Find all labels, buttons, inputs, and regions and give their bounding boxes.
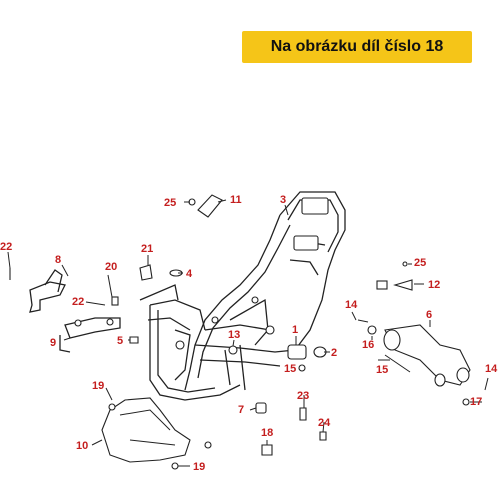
bottom-cover (101, 397, 191, 463)
callout-15b: 15 (376, 364, 388, 376)
bottom-small-parts (108, 398, 470, 470)
callout-5: 5 (117, 335, 123, 347)
part-number-banner: Na obrázku díl číslo 18 (242, 31, 472, 63)
callout-8: 8 (55, 254, 61, 266)
callout-6: 6 (426, 309, 432, 321)
callout-3: 3 (280, 194, 286, 206)
callout-23: 23 (297, 390, 309, 402)
callout-labels: 22 8 20 22 9 21 4 5 25 11 3 13 1 2 15 25… (0, 194, 498, 473)
callout-16: 16 (362, 339, 374, 351)
callout-22b: 22 (72, 296, 84, 308)
callout-9: 9 (50, 337, 56, 349)
top-bracket-part (188, 194, 223, 218)
callout-10: 10 (76, 440, 88, 452)
callout-4: 4 (186, 268, 193, 280)
callout-21: 21 (141, 243, 153, 255)
callout-15: 15 (284, 363, 296, 375)
callout-19b: 19 (193, 461, 205, 473)
callout-18: 18 (261, 427, 273, 439)
callout-14b: 14 (485, 363, 498, 375)
callout-25: 25 (164, 197, 176, 209)
callout-11: 11 (230, 194, 242, 206)
callout-2: 2 (331, 347, 337, 359)
callout-24: 24 (318, 417, 331, 429)
callout-12: 12 (428, 279, 440, 291)
main-frame (139, 191, 346, 401)
callout-17: 17 (470, 396, 482, 408)
callout-1: 1 (292, 324, 298, 336)
callout-25b: 25 (414, 257, 426, 269)
callout-22: 22 (0, 241, 12, 253)
bracket-assembly-left (29, 269, 121, 353)
leader-lines (7, 199, 489, 467)
side-stand-assembly (357, 261, 471, 387)
small-parts-center (9, 264, 183, 344)
callout-19: 19 (92, 380, 104, 392)
callout-14: 14 (345, 299, 358, 311)
callout-13: 13 (228, 329, 240, 341)
callout-7: 7 (238, 404, 244, 416)
center-bushing-parts (228, 344, 327, 372)
callout-20: 20 (105, 261, 117, 273)
